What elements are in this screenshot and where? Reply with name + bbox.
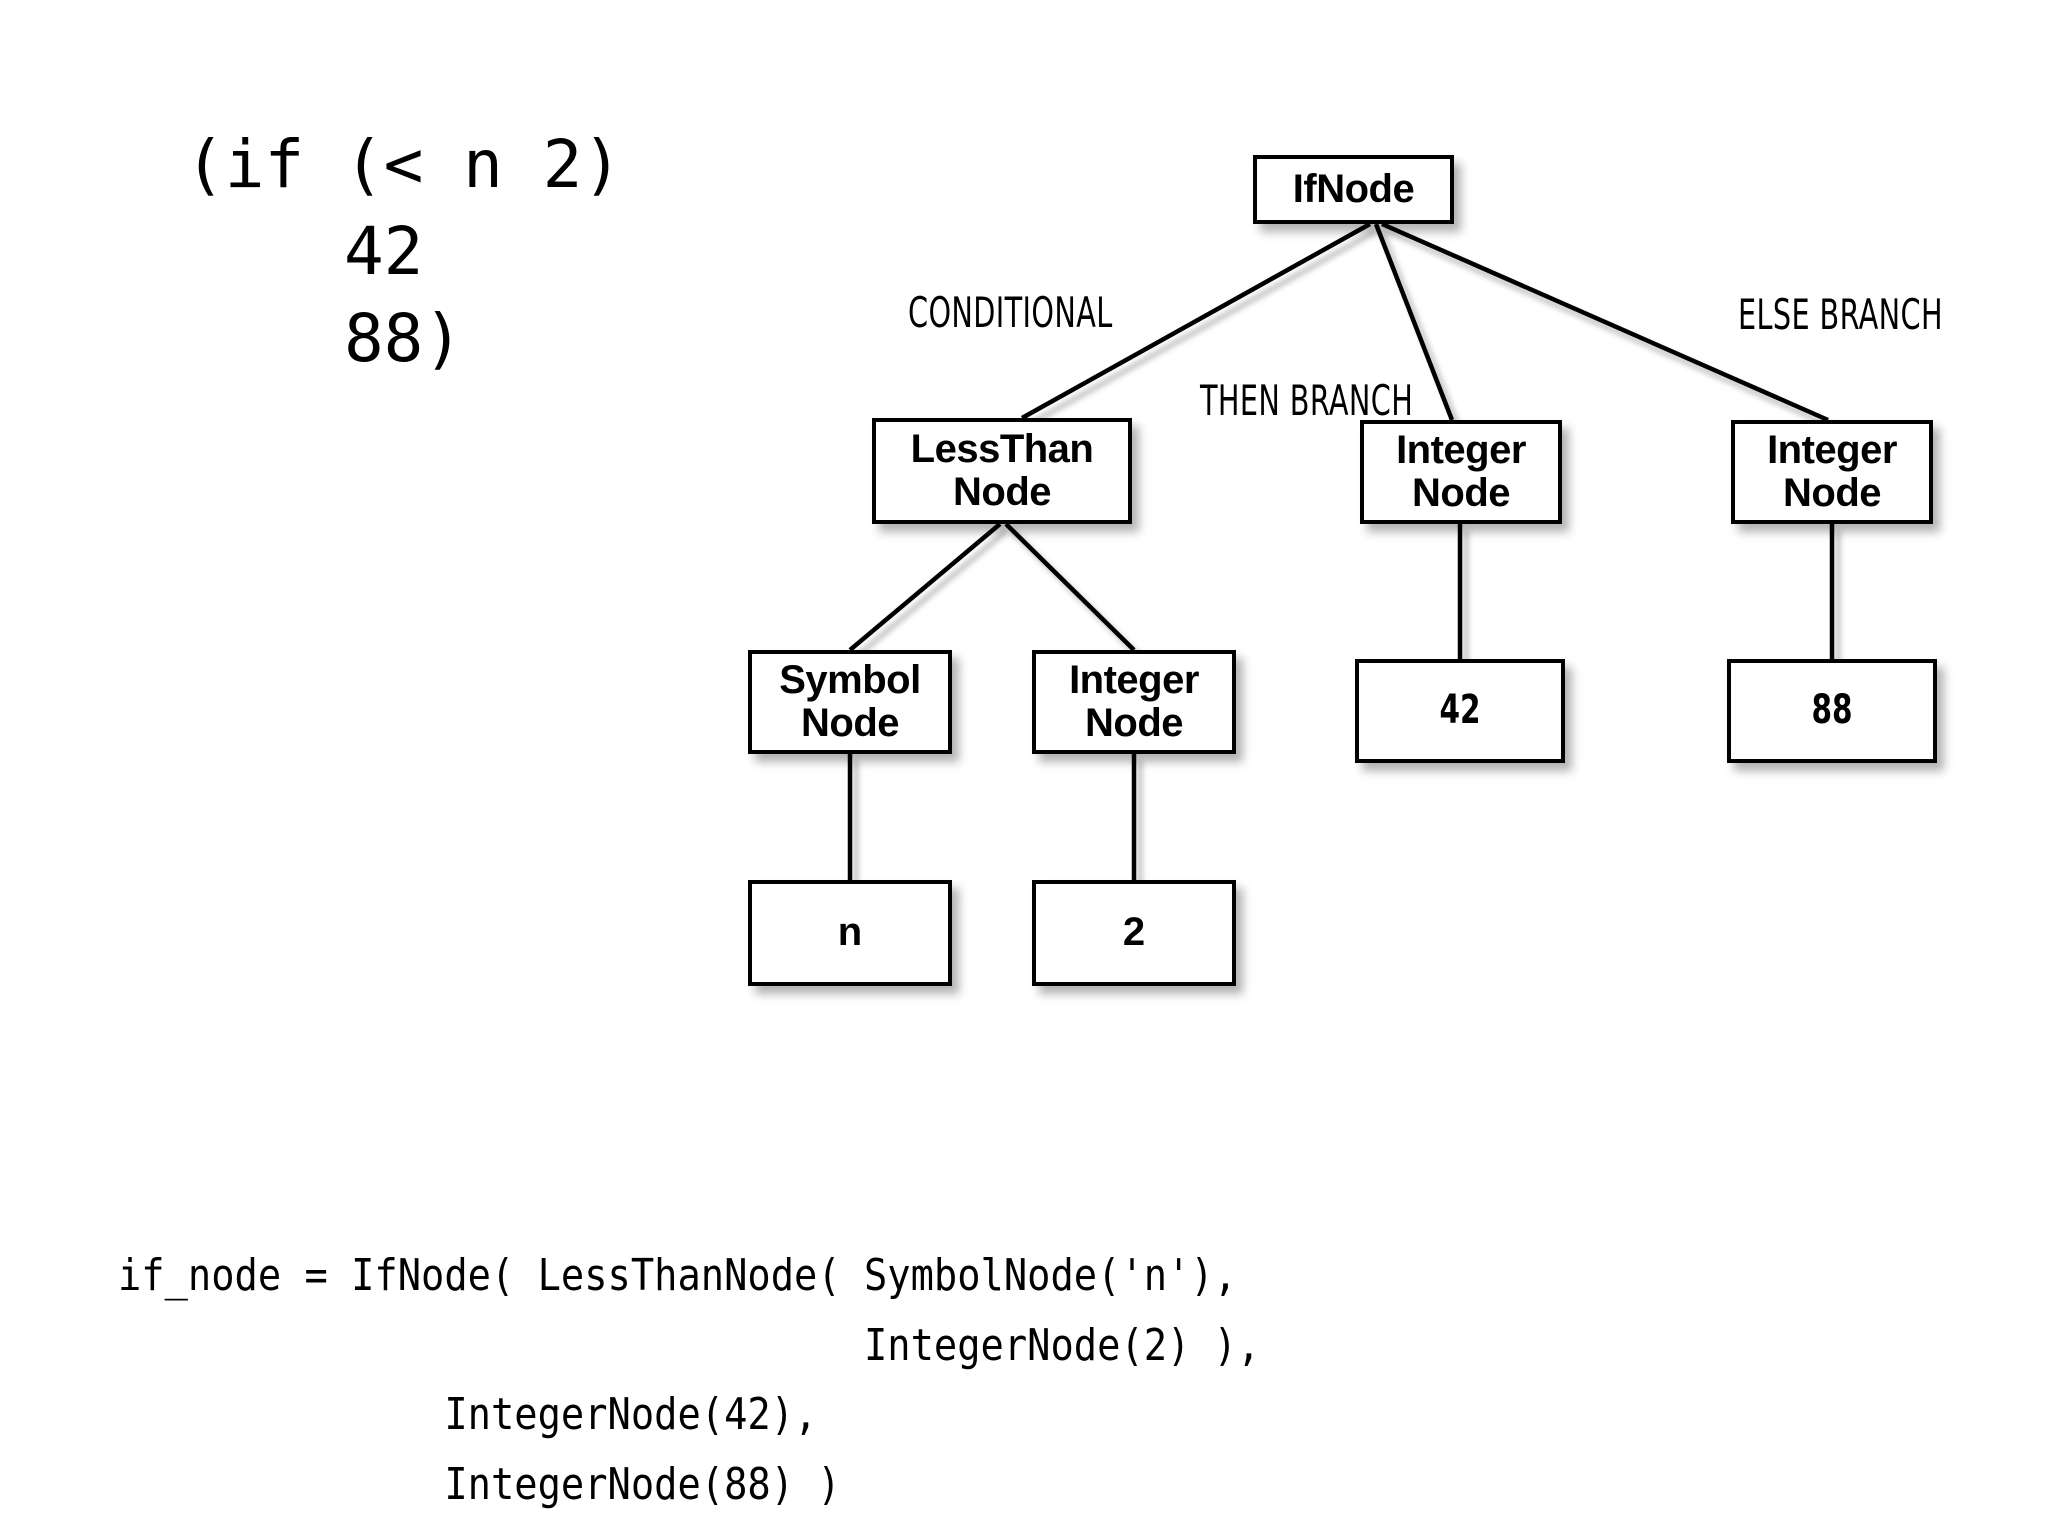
node-value-2[interactable]: 2 — [1032, 880, 1236, 986]
node-value-42-label: 42 — [1439, 687, 1481, 734]
node-value-2-label: 2 — [1122, 910, 1146, 955]
edge-label-else-branch: ELSE BRANCH — [1738, 290, 1943, 339]
node-symbolnode-label-line2: Node — [801, 701, 900, 745]
node-integernode-else-label-line2: Node — [1783, 471, 1882, 515]
node-integernode-then[interactable]: Integer Node — [1360, 420, 1562, 524]
node-symbolnode[interactable]: Symbol Node — [748, 650, 952, 754]
node-value-n[interactable]: n — [748, 880, 952, 986]
node-integernode-else-label-line1: Integer — [1767, 427, 1897, 472]
node-ifnode[interactable]: IfNode — [1253, 155, 1454, 224]
node-integernode-2-label-line1: Integer — [1069, 657, 1199, 702]
python-constructor-code: if_node = IfNode( LessThanNode( SymbolNo… — [118, 1250, 1261, 1510]
node-value-88-label: 88 — [1811, 687, 1853, 734]
node-lessthannode-label-line1: LessThan — [910, 426, 1094, 471]
node-value-42[interactable]: 42 — [1355, 659, 1565, 763]
node-value-88[interactable]: 88 — [1727, 659, 1937, 763]
node-lessthannode-label-line2: Node — [953, 470, 1052, 514]
node-integernode-then-label-line1: Integer — [1396, 427, 1526, 472]
node-integernode-2-label-line2: Node — [1085, 701, 1184, 745]
node-lessthannode[interactable]: LessThan Node — [872, 418, 1132, 524]
node-integernode-then-label-line2: Node — [1412, 471, 1511, 515]
edge-label-then-branch: THEN BRANCH — [1200, 376, 1414, 425]
node-symbolnode-label-line1: Symbol — [779, 657, 921, 702]
node-integernode-2[interactable]: Integer Node — [1032, 650, 1236, 754]
edge-label-conditional: CONDITIONAL — [908, 288, 1113, 337]
node-value-n-label: n — [837, 910, 863, 955]
edge-lessthannode-symbolnode — [848, 522, 1002, 652]
edge-lessthannode-integernode-2 — [1004, 522, 1136, 652]
node-integernode-else[interactable]: Integer Node — [1731, 420, 1933, 524]
node-ifnode-label: IfNode — [1292, 166, 1415, 211]
lisp-source-snippet: (if (< n 2) 42 88) — [185, 126, 623, 378]
